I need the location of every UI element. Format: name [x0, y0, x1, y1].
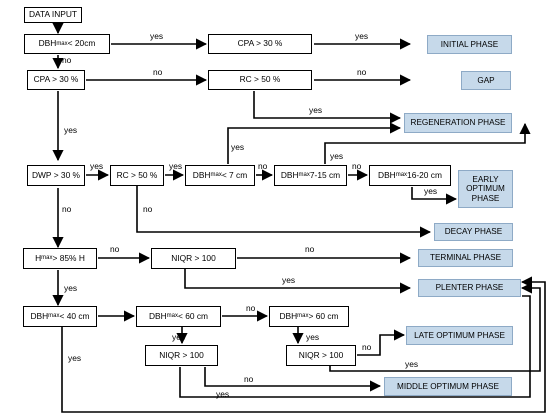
- rc-gt-50-mid-box: RC > 50 %: [110, 165, 164, 186]
- label-no-h85-niqr: no: [110, 244, 120, 254]
- niqr-middle-box: NIQR > 100: [145, 345, 218, 366]
- label-yes-rc-regeneration: yes: [309, 105, 323, 115]
- phase-initial: INITIAL PHASE: [427, 35, 512, 54]
- arrow-dbh7-to-regeneration: [227, 122, 402, 164]
- label-no-niqr-late-optimum: no: [362, 342, 372, 352]
- label-yes-rc-dbh7: yes: [169, 161, 183, 171]
- arrow-niqr-to-plenter: [184, 269, 412, 294]
- label-no-dbh7-dbh715: no: [258, 161, 268, 171]
- arrow-dbh40-to-plenter: [61, 276, 546, 413]
- arrow-niqr-late-to-plenter: [329, 282, 541, 372]
- label-yes-dbhgt60-niqr-late: yes: [306, 332, 320, 342]
- arrow-dbh1620-to-early-optimum: [411, 187, 458, 205]
- label-yes-niqr-middle-plenter: yes: [216, 389, 230, 399]
- arrow-rc-mid-to-decay: [136, 186, 432, 238]
- label-no-niqr-middle-optimum: no: [244, 374, 254, 384]
- label-no-cpa-rc: no: [153, 67, 163, 77]
- arrow-niqr-late-to-late-optimum: [357, 329, 406, 356]
- label-yes-cpa-initial: yes: [355, 31, 369, 41]
- phase-gap: GAP: [461, 71, 511, 90]
- arrow-dbh715-to-regeneration: [324, 122, 531, 164]
- arrow-niqr-middle-to-plenter: [179, 295, 531, 398]
- label-yes-niqr-late-plenter: yes: [405, 359, 419, 369]
- niqr-late-box: NIQR > 100: [286, 345, 356, 366]
- label-no-dbh20-cpa-left: no: [62, 55, 72, 65]
- phase-decay: DECAY PHASE: [434, 223, 513, 241]
- niqr-terminal-box: NIQR > 100: [151, 248, 236, 269]
- phase-late-optimum: LATE OPTIMUM PHASE: [406, 326, 513, 345]
- dwp-gt-30-box: DWP > 30 %: [27, 165, 85, 186]
- label-yes-dbh715-regeneration: yes: [330, 151, 344, 161]
- arrow-rc-top-to-regeneration: [253, 91, 402, 124]
- label-yes-dwp-rc: yes: [90, 161, 104, 171]
- label-no-dbh60-dbhgt60: no: [246, 303, 256, 313]
- data-input-box: DATA INPUT: [24, 7, 82, 23]
- phase-early-optimum: EARLY OPTIMUM PHASE: [458, 170, 513, 208]
- label-yes-dbh7-regeneration: yes: [231, 142, 245, 152]
- phase-terminal: TERMINAL PHASE: [418, 249, 513, 267]
- label-yes-h85-dbh40: yes: [64, 283, 78, 293]
- label-no-rc-gap: no: [357, 67, 367, 77]
- label-yes-dbh60-niqr-middle: yes: [172, 332, 186, 342]
- label-yes-dbh1620-early: yes: [424, 186, 438, 196]
- label-yes-niqr-plenter: yes: [282, 275, 296, 285]
- cpa-gt-30-top-box: CPA > 30 %: [208, 34, 312, 54]
- label-no-dwp-h85: no: [62, 204, 72, 214]
- phase-plenter: PLENTER PHASE: [418, 279, 521, 297]
- label-yes-dbh20-cpa: yes: [150, 31, 164, 41]
- cpa-gt-30-left-box: CPA > 30 %: [27, 70, 85, 90]
- phase-regeneration: REGENERATION PHASE: [404, 113, 512, 133]
- label-no-rc-decay: no: [143, 204, 153, 214]
- arrow-niqr-middle-to-middle-optimum: [204, 367, 382, 392]
- label-yes-dbh40-plenter: yes: [68, 353, 82, 363]
- label-no-dbh715-dbh1620: no: [352, 161, 362, 171]
- phase-middle-optimum: MIDDLE OPTIMUM PHASE: [384, 377, 512, 396]
- label-no-niqr-terminal: no: [305, 244, 315, 254]
- rc-gt-50-top-box: RC > 50 %: [208, 70, 312, 90]
- label-yes-cpa-dwp: yes: [64, 125, 78, 135]
